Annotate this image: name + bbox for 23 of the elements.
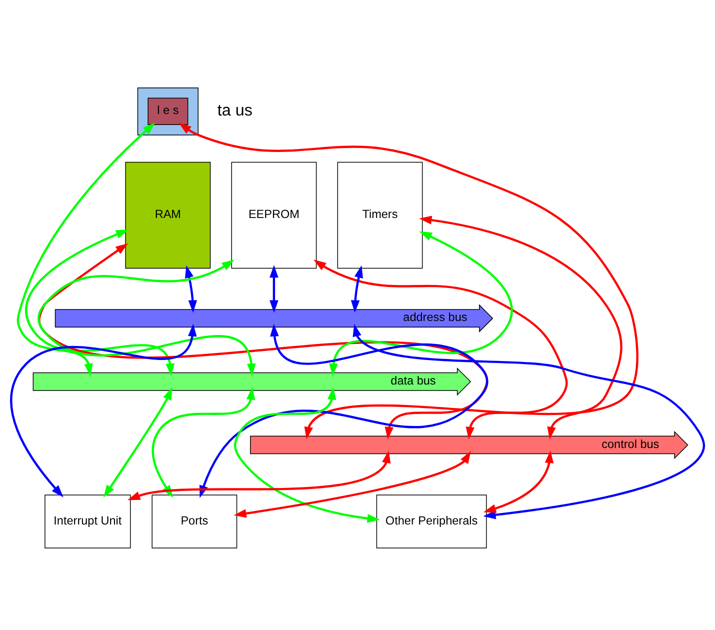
node-box: Ports	[152, 494, 238, 548]
node-box: Timers	[337, 162, 423, 269]
node-box: RAM	[125, 162, 211, 269]
arrow	[234, 450, 471, 518]
arrow	[419, 216, 622, 440]
node-box: l e s	[148, 98, 188, 126]
arrow	[178, 122, 638, 440]
node-box: Interrupt Unit	[44, 494, 131, 548]
arrow	[184, 265, 198, 313]
arrow	[329, 231, 513, 376]
node-box: EEPROM	[231, 162, 317, 269]
arrow	[38, 243, 488, 440]
arrow	[25, 230, 174, 376]
arrow	[314, 260, 568, 440]
arrow	[352, 324, 705, 520]
node-box: Other Peripherals	[376, 494, 487, 548]
arrow	[234, 387, 380, 523]
arrow	[483, 450, 554, 513]
arrow	[270, 265, 278, 313]
arrow	[38, 260, 256, 376]
arrow	[16, 122, 156, 376]
label: ta us	[217, 102, 252, 120]
arrow	[350, 265, 363, 313]
